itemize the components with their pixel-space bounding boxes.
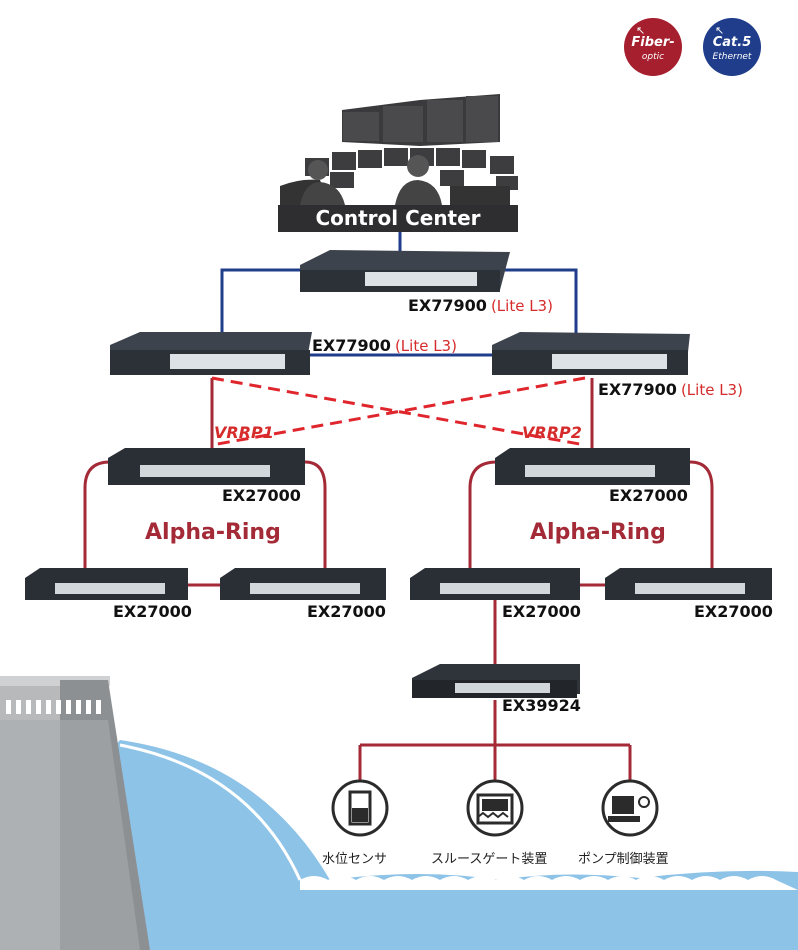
switch-core-right — [492, 332, 690, 375]
ring-left-top-label: EX27000 — [222, 486, 301, 505]
switch-ring-right-bottom-left — [410, 568, 580, 600]
ring-right-bottom-left-label: EX27000 — [502, 602, 581, 621]
switch-core-top — [300, 250, 510, 292]
vrrp-links — [211, 376, 586, 447]
vrrp2-label: VRRP2 — [522, 423, 582, 442]
arrow-icon: ↖ — [715, 25, 725, 37]
core-top-label: EX77900(Lite L3) — [408, 296, 553, 315]
core-top-note: (Lite L3) — [490, 297, 553, 315]
access-switch-label: EX39924 — [502, 696, 581, 715]
ring-right-bottom-right-label: EX27000 — [694, 602, 773, 621]
core-right-label: EX77900(Lite L3) — [598, 380, 743, 399]
switch-access — [412, 664, 580, 698]
device-label-sluice-gate: スルースゲート装置 — [431, 852, 548, 867]
fiber-optic-badge: ↖ Fiber- optic — [624, 18, 682, 76]
ring-left-bottom-right-label: EX27000 — [307, 602, 386, 621]
switch-core-left — [110, 332, 312, 375]
core-right-note: (Lite L3) — [680, 381, 743, 399]
fiber-links — [83, 378, 714, 782]
core-left-note: (Lite L3) — [394, 337, 457, 355]
control-center-illustration — [280, 94, 518, 205]
switch-ring-right-bottom-right — [605, 568, 772, 600]
vrrp1-label: VRRP1 — [214, 423, 274, 442]
dam-scene — [0, 676, 798, 950]
water-level-sensor-icon — [331, 779, 389, 837]
core-left-label: EX77900(Lite L3) — [312, 336, 457, 355]
control-center-label: Control Center — [278, 205, 518, 232]
cat5-ethernet-badge: ↖ Cat.5 Ethernet — [703, 18, 761, 76]
cat5-badge-title: Cat.5 — [712, 35, 752, 50]
ring-right-top-label: EX27000 — [609, 486, 688, 505]
core-top-model: EX77900 — [408, 296, 487, 315]
alpha-ring-left-label: Alpha-Ring — [145, 520, 281, 545]
device-label-pump-control: ポンプ制御装置 — [578, 852, 669, 867]
fiber-badge-sub: optic — [641, 52, 665, 62]
alpha-ring-right-label: Alpha-Ring — [530, 520, 666, 545]
core-right-model: EX77900 — [598, 380, 677, 399]
ethernet-links — [220, 232, 578, 357]
fiber-badge-title: Fiber- — [631, 35, 675, 50]
device-label-water-sensor: 水位センサ — [322, 852, 388, 867]
switch-ring-left-top — [108, 448, 305, 485]
switch-ring-right-top — [495, 448, 690, 485]
cat5-badge-sub: Ethernet — [712, 52, 752, 62]
core-left-model: EX77900 — [312, 336, 391, 355]
pump-control-icon — [601, 779, 659, 837]
ring-left-bottom-left-label: EX27000 — [113, 602, 192, 621]
switch-ring-left-bottom-right — [220, 568, 386, 600]
sluice-gate-icon — [466, 779, 524, 837]
arrow-icon: ↖ — [636, 25, 646, 37]
switch-ring-left-bottom-left — [25, 568, 188, 600]
